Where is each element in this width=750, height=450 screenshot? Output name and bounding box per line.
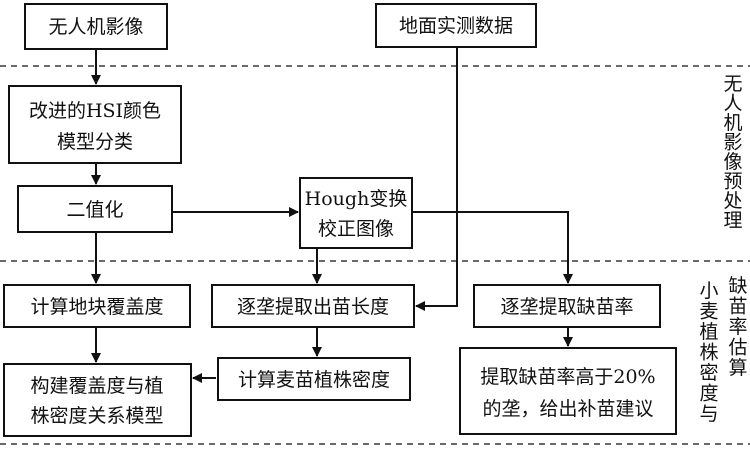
node-binarize: 二值化: [17, 185, 173, 233]
edge-ground-to-length: [415, 47, 458, 311]
node-advice-line1: 提取缺苗率高于20%: [480, 366, 655, 388]
node-advice: 提取缺苗率高于20% 的垄，给出补苗建议: [459, 347, 677, 435]
side-label-preprocess: 无人机影像预处理: [723, 73, 742, 232]
node-hsi-classify: 改进的HSI颜色 模型分类: [8, 85, 182, 164]
node-uav-image: 无人机影像: [24, 3, 168, 50]
node-hsi-classify-line2: 模型分类: [57, 131, 133, 153]
node-hough-line1: Hough变换: [305, 188, 408, 210]
node-coverage: 计算地块覆盖度: [3, 284, 191, 328]
node-missing-rate-label: 逐垄提取缺苗率: [500, 296, 633, 318]
node-density-label: 计算麦苗植株密度: [238, 369, 390, 391]
node-ground-data-label: 地面实测数据: [399, 15, 513, 37]
node-ground-data: 地面实测数据: [375, 3, 537, 48]
side-preprocess-text: 无人机影像预处理: [723, 73, 742, 232]
node-binarize-label: 二值化: [66, 199, 123, 221]
node-density: 计算麦苗植株密度: [217, 357, 411, 401]
node-hough: Hough变换 校正图像: [299, 177, 413, 249]
side-estimation-left-text: 小麦植株密度与: [699, 280, 718, 425]
side-estimation-right-text: 缺苗率估算: [728, 275, 747, 379]
side-label-estimation-right: 缺苗率估算: [728, 275, 747, 379]
node-missing-rate: 逐垄提取缺苗率: [473, 284, 661, 328]
edge-hough-to-missing-rate: [412, 211, 573, 284]
node-advice-line2: 的垄，给出补苗建议: [482, 398, 653, 420]
side-label-estimation-left: 小麦植株密度与: [699, 280, 718, 425]
node-seedling-length-label: 逐垄提取出苗长度: [237, 296, 389, 318]
node-hough-line2: 校正图像: [318, 218, 394, 240]
node-hsi-classify-line1: 改进的HSI颜色: [29, 100, 161, 122]
edges: [91, 47, 573, 383]
node-model-line2: 株密度关系模型: [30, 405, 163, 427]
node-uav-image-label: 无人机影像: [48, 16, 143, 38]
node-coverage-label: 计算地块覆盖度: [30, 296, 163, 318]
node-model: 构建覆盖度与植 株密度关系模型: [3, 363, 192, 437]
node-seedling-length: 逐垄提取出苗长度: [211, 284, 415, 328]
node-model-line1: 构建覆盖度与植: [30, 375, 163, 397]
